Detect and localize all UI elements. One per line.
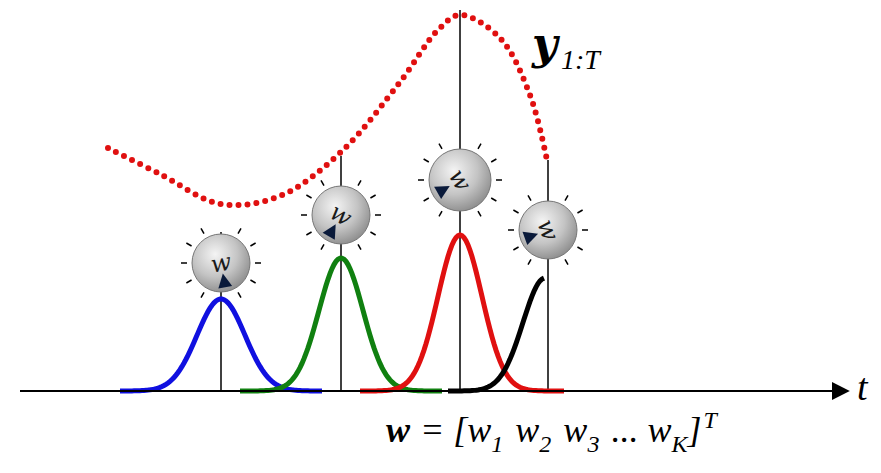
knob-tick xyxy=(565,259,568,264)
output-subscript: 1:T xyxy=(561,46,600,74)
knob-tick xyxy=(375,214,381,216)
knob-tick xyxy=(301,214,307,216)
knob-tick xyxy=(424,159,429,162)
vector-text: w xyxy=(515,412,539,448)
knob-tick xyxy=(321,180,324,185)
knob-tick xyxy=(186,280,191,283)
knob-tick xyxy=(370,195,375,198)
knob-tick xyxy=(496,179,502,181)
vector-text: ... w xyxy=(611,412,671,448)
knob-tick xyxy=(250,243,255,246)
knob-tick xyxy=(478,211,481,216)
weight-knob: w xyxy=(191,233,251,293)
gaussian-bump xyxy=(240,258,442,391)
knob-tick xyxy=(238,228,241,233)
vector-subscript: 3 xyxy=(587,432,599,456)
knob-tick xyxy=(478,144,481,149)
knob-tick xyxy=(528,259,531,264)
knob-tick xyxy=(577,247,582,250)
weight-vector: w= [w1w2w3... wK]T xyxy=(386,412,717,448)
knob-tick xyxy=(528,195,531,200)
knob-tick xyxy=(306,195,311,198)
vector-subscript: 2 xyxy=(539,432,551,456)
output-symbol: y xyxy=(532,22,558,66)
knob-tick xyxy=(439,144,442,149)
knob-tick xyxy=(201,228,204,233)
stem-line xyxy=(547,160,549,391)
knob-tick xyxy=(424,198,429,201)
knob-tick xyxy=(513,247,518,250)
time-axis xyxy=(20,390,848,392)
knob-tick xyxy=(238,292,241,297)
knob-tick xyxy=(186,243,191,246)
knob-tick xyxy=(201,292,204,297)
weight-knob: w xyxy=(518,200,578,260)
knob-tick xyxy=(250,280,255,283)
gaussian-bump xyxy=(360,235,564,391)
stem-lines xyxy=(221,10,548,391)
knob-label: w xyxy=(510,192,587,269)
knob-tick xyxy=(513,210,518,213)
weight-knob: w xyxy=(311,185,371,245)
vector-subscript: K xyxy=(671,432,687,456)
knob-tick xyxy=(577,210,582,213)
gaussian-bump xyxy=(448,278,544,391)
weight-knob: w xyxy=(428,148,492,212)
knob-label: w xyxy=(300,174,382,256)
vector-subscript: 1 xyxy=(491,432,503,456)
knob-tick xyxy=(306,232,311,235)
knob-tick xyxy=(582,229,588,231)
axis-label: t xyxy=(857,368,868,406)
basis-functions xyxy=(120,235,564,391)
vector-superscript: T xyxy=(703,408,716,432)
knob-label: w xyxy=(416,136,503,223)
knob-tick xyxy=(439,211,442,216)
knob-tick xyxy=(181,262,187,264)
knob-tick xyxy=(255,262,261,264)
knob-ticks xyxy=(181,144,588,298)
vector-symbol: w xyxy=(386,412,410,448)
knob-tick xyxy=(358,180,361,185)
knob-label: w xyxy=(186,228,256,298)
knob-tick xyxy=(418,179,424,181)
vector-text: = [w xyxy=(420,412,491,448)
knob-tick xyxy=(565,195,568,200)
knob-tick xyxy=(491,198,496,201)
knob-tick xyxy=(370,232,375,235)
vector-text: ] xyxy=(687,412,701,448)
knob-tick xyxy=(358,244,361,249)
knob-tick xyxy=(491,159,496,162)
vector-text: w xyxy=(563,412,587,448)
knob-tick xyxy=(321,244,324,249)
knob-tick xyxy=(508,229,514,231)
